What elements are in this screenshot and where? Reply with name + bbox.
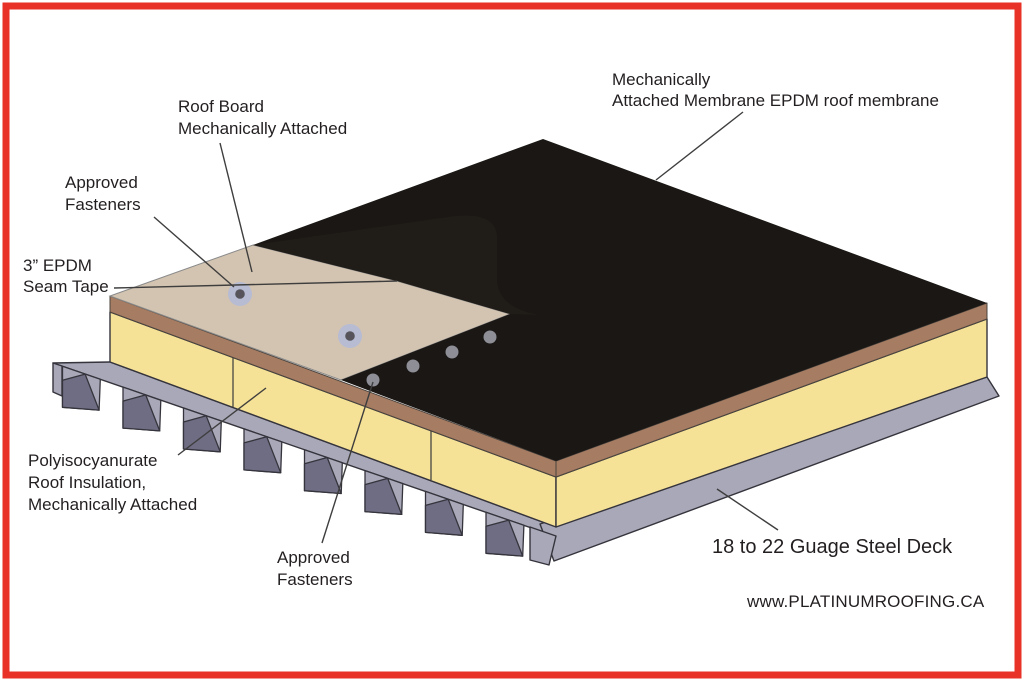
fastener-dot xyxy=(445,345,459,359)
label-seam-tape: 3” EPDM xyxy=(23,256,92,275)
deck-rib-shadow xyxy=(122,394,161,432)
leader-insulation xyxy=(177,387,267,456)
deck-rib-shadow xyxy=(364,477,403,516)
fastener-dot xyxy=(483,330,497,344)
steel-deck-left-lip xyxy=(52,362,63,397)
steel-deck-corner-rib xyxy=(529,526,557,566)
labels: Roof Board Mechanically Attached Approve… xyxy=(23,70,985,611)
label-approved-fasteners-bottom: Fasteners xyxy=(277,570,353,589)
deck-rib-shadow xyxy=(303,456,342,495)
leader-membrane xyxy=(655,111,744,181)
fastener-dot xyxy=(406,359,420,373)
deck-rib-shadow xyxy=(61,373,100,411)
leader-fasteners-top xyxy=(153,216,235,288)
label-roof-board: Mechanically Attached xyxy=(178,119,347,138)
fastener-plate xyxy=(228,282,252,306)
label-membrane: Mechanically xyxy=(612,70,711,89)
label-approved-fasteners-bottom: Approved xyxy=(277,548,350,567)
leader-steel-deck xyxy=(716,488,779,531)
membrane-sheet-edge-highlight xyxy=(253,215,540,315)
deck-rib-shadow xyxy=(182,415,221,453)
leader-lines xyxy=(113,111,779,544)
leader-roof-board xyxy=(219,142,253,273)
deck-rib-shadow xyxy=(485,519,524,557)
label-membrane: Attached Membrane EPDM roof membrane xyxy=(612,91,939,110)
website-link[interactable]: www.PLATINUMROOFING.CA xyxy=(746,592,985,611)
deck-rib-shadow xyxy=(424,498,463,536)
membrane-edge-fasteners xyxy=(366,330,497,387)
label-steel-deck: 18 to 22 Guage Steel Deck xyxy=(712,536,953,558)
deck-rib-shadow xyxy=(243,436,282,474)
label-insulation: Roof Insulation, xyxy=(28,473,146,492)
seam-layer xyxy=(109,295,988,478)
label-approved-fasteners-top: Approved xyxy=(65,173,138,192)
steel-deck xyxy=(52,361,1000,566)
leader-seam-tape xyxy=(113,280,398,289)
label-seam-tape: Seam Tape xyxy=(23,277,109,296)
label-insulation: Polyisocyanurate xyxy=(28,451,157,470)
label-roof-board: Roof Board xyxy=(178,97,264,116)
roof-top-surface xyxy=(108,139,987,461)
leader-fasteners-bottom xyxy=(321,381,374,544)
label-approved-fasteners-top: Fasteners xyxy=(65,195,141,214)
steel-deck-corrugations xyxy=(61,365,525,557)
label-insulation: Mechanically Attached xyxy=(28,495,197,514)
fastener-dot xyxy=(366,373,380,387)
fastener-plate xyxy=(338,324,362,348)
